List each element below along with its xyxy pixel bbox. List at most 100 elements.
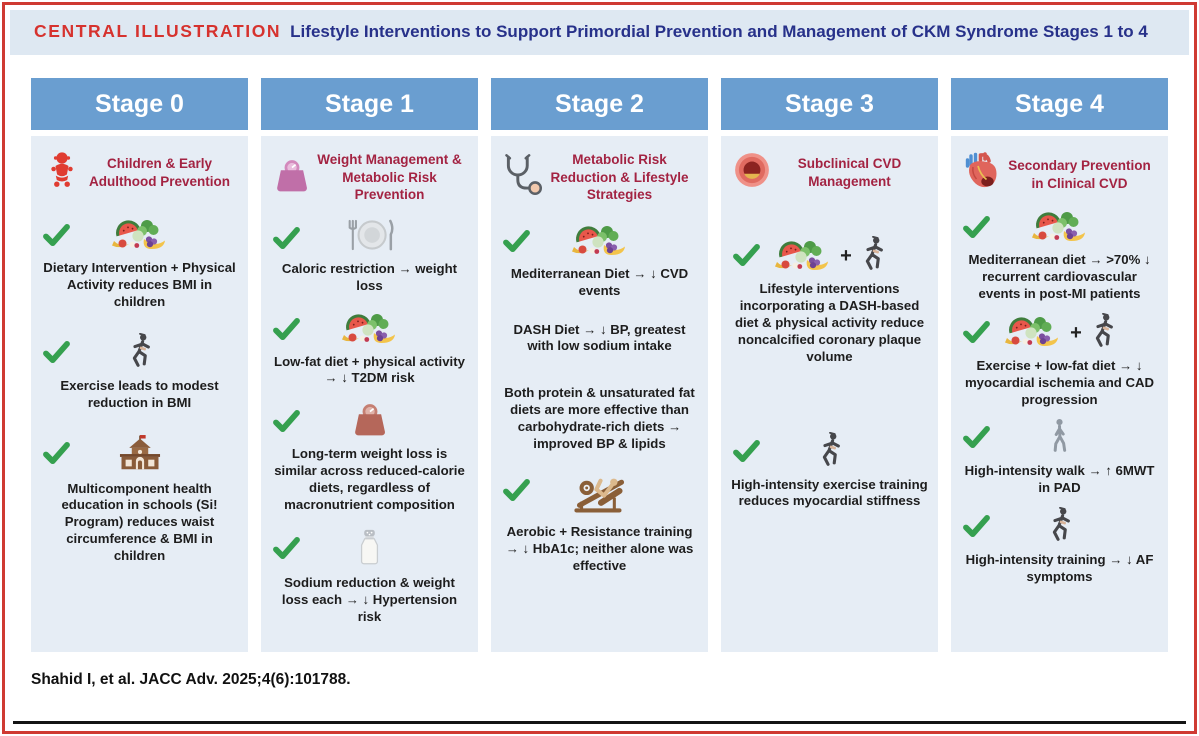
evidence-item: Mediterranean Diet → ↓ CVD events bbox=[498, 222, 701, 300]
figure-title-text: Lifestyle Interventions to Support Primo… bbox=[290, 22, 1148, 41]
stage-head: Children & Early Adulthood Prevention bbox=[38, 151, 241, 194]
evidence-item: + Exercise + low-fat diet → ↓ myocardial… bbox=[958, 312, 1161, 409]
plus-sign: + bbox=[1070, 321, 1082, 344]
check-icon bbox=[503, 229, 530, 253]
stage-column-2: Stage 2 Metabolic Risk Reduction & Lifes… bbox=[491, 78, 708, 653]
check-icon bbox=[43, 441, 70, 465]
item-icon-row bbox=[268, 402, 471, 441]
stage-header-label: Stage 0 bbox=[95, 89, 184, 118]
stage-head-icon-wrap bbox=[498, 153, 546, 202]
bottom-rule bbox=[13, 721, 1186, 724]
baby-icon bbox=[47, 151, 77, 194]
stage-body: Metabolic Risk Reduction & Lifestyle Str… bbox=[491, 136, 708, 653]
evidence-item: Both protein & unsaturated fat diets are… bbox=[498, 385, 701, 453]
item-icon-row: + bbox=[958, 312, 1161, 353]
evidence-item: DASH Diet → ↓ BP, greatest with low sodi… bbox=[498, 322, 701, 356]
title-band: CENTRAL ILLUSTRATION Lifestyle Interventi… bbox=[10, 10, 1189, 56]
check-icon bbox=[963, 515, 990, 538]
check-icon bbox=[963, 320, 990, 344]
check-icon bbox=[273, 410, 300, 433]
item-icon-row bbox=[958, 418, 1161, 458]
item-text: Both protein & unsaturated fat diets are… bbox=[504, 385, 695, 451]
runner-icon bbox=[1089, 312, 1116, 353]
item-icon-row bbox=[498, 471, 701, 519]
item-icon-row bbox=[728, 431, 931, 472]
item-text: Mediterranean diet → >70% ↓ recurrent ca… bbox=[968, 252, 1151, 301]
fruits-icon bbox=[1030, 208, 1090, 247]
check-icon bbox=[963, 426, 990, 449]
weight-scale-pink-icon bbox=[274, 158, 310, 197]
evidence-item: Aerobic + Resistance training → ↓ HbA1c;… bbox=[498, 471, 701, 575]
item-text: High-intensity training → ↓ AF symptoms bbox=[965, 552, 1154, 585]
fruits-icon bbox=[340, 310, 400, 349]
stage-subtitle: Subclinical CVD Management bbox=[797, 156, 902, 189]
stage-head-icon-wrap bbox=[38, 151, 86, 194]
weight-scale-red-icon bbox=[352, 402, 388, 441]
item-icon-row bbox=[268, 310, 471, 349]
item-icon-row: + bbox=[728, 236, 931, 276]
item-text: Aerobic + Resistance training → ↓ HbA1c;… bbox=[505, 523, 694, 573]
evidence-item: High-intensity exercise training reduces… bbox=[728, 431, 931, 511]
stage-subtitle: Children & Early Adulthood Prevention bbox=[89, 156, 230, 189]
stage-subtitle: Metabolic Risk Reduction & Lifestyle Str… bbox=[550, 152, 689, 203]
item-icon-row bbox=[958, 507, 1161, 547]
stage-header-label: Stage 3 bbox=[785, 89, 874, 118]
school-icon bbox=[116, 434, 164, 476]
plate-cutlery-icon bbox=[345, 219, 395, 256]
evidence-item: + Lifestyle interventions incorporating … bbox=[728, 236, 931, 365]
check-icon bbox=[503, 478, 530, 502]
stage-subtitle: Secondary Prevention in Clinical CVD bbox=[1008, 158, 1151, 191]
check-icon bbox=[273, 226, 300, 250]
item-text: High-intensity exercise training reduces… bbox=[731, 476, 928, 509]
item-icon-row bbox=[38, 332, 241, 373]
item-text: Exercise + low-fat diet → ↓ myocardial i… bbox=[964, 357, 1155, 407]
item-text: Dietary Intervention + Physical Activity… bbox=[43, 260, 236, 309]
central-illustration-label: CENTRAL ILLUSTRATION bbox=[34, 21, 282, 41]
plus-sign: + bbox=[840, 245, 852, 268]
heart-icon bbox=[961, 151, 1003, 198]
item-text: Mediterranean Diet → ↓ CVD events bbox=[510, 265, 689, 298]
leg-press-icon bbox=[572, 471, 628, 519]
check-icon bbox=[733, 439, 760, 463]
check-icon bbox=[273, 317, 300, 341]
evidence-item: High-intensity walk → ↑ 6MWT in PAD bbox=[958, 418, 1161, 497]
fruits-icon bbox=[1003, 313, 1063, 352]
runner-icon bbox=[816, 431, 843, 472]
evidence-item: Sodium reduction & weight loss each → ↓ … bbox=[268, 529, 471, 626]
stage-header: Stage 1 bbox=[261, 78, 478, 131]
stage-header-label: Stage 2 bbox=[555, 89, 644, 118]
check-icon bbox=[733, 244, 760, 267]
evidence-item: Low-fat diet + physical activity → ↓ T2D… bbox=[268, 310, 471, 388]
evidence-item: Dietary Intervention + Physical Activity… bbox=[38, 216, 241, 311]
stage-header: Stage 0 bbox=[31, 78, 248, 131]
stage-head: Weight Management & Metabolic Risk Preve… bbox=[268, 151, 471, 204]
stage-head-icon-wrap bbox=[958, 151, 1006, 198]
item-icon-row bbox=[268, 219, 471, 256]
evidence-item: Multicomponent health education in schoo… bbox=[38, 434, 241, 565]
item-icon-row bbox=[268, 529, 471, 570]
stage-head-icon-wrap bbox=[728, 151, 776, 194]
artery-plaque-icon bbox=[733, 151, 771, 194]
check-icon bbox=[43, 224, 70, 247]
item-text: Caloric restriction → weight loss bbox=[281, 260, 458, 293]
fruits-icon bbox=[570, 222, 630, 261]
stage-body: Children & Early Adulthood Prevention Di… bbox=[31, 136, 248, 653]
item-text: Lifestyle interventions incorporating a … bbox=[734, 281, 925, 364]
stage-subtitle: Weight Management & Metabolic Risk Preve… bbox=[317, 152, 462, 203]
figure-title: CENTRAL ILLUSTRATION Lifestyle Interventi… bbox=[34, 19, 1165, 44]
item-text: Long-term weight loss is similar across … bbox=[274, 446, 465, 512]
item-icon-row bbox=[38, 216, 241, 255]
runner-icon bbox=[859, 236, 886, 276]
item-icon-row bbox=[498, 222, 701, 261]
stage-header: Stage 2 bbox=[491, 78, 708, 131]
runner-icon bbox=[126, 332, 153, 373]
evidence-item: Long-term weight loss is similar across … bbox=[268, 402, 471, 514]
item-text: High-intensity walk → ↑ 6MWT in PAD bbox=[964, 463, 1155, 496]
stage-column-0: Stage 0 Children & Early Adulthood Preve… bbox=[31, 78, 248, 653]
fruits-icon bbox=[110, 216, 170, 255]
evidence-item: Caloric restriction → weight loss bbox=[268, 219, 471, 295]
evidence-item: Exercise leads to modest reduction in BM… bbox=[38, 332, 241, 412]
walker-icon bbox=[1047, 418, 1072, 458]
stage-header: Stage 3 bbox=[721, 78, 938, 131]
